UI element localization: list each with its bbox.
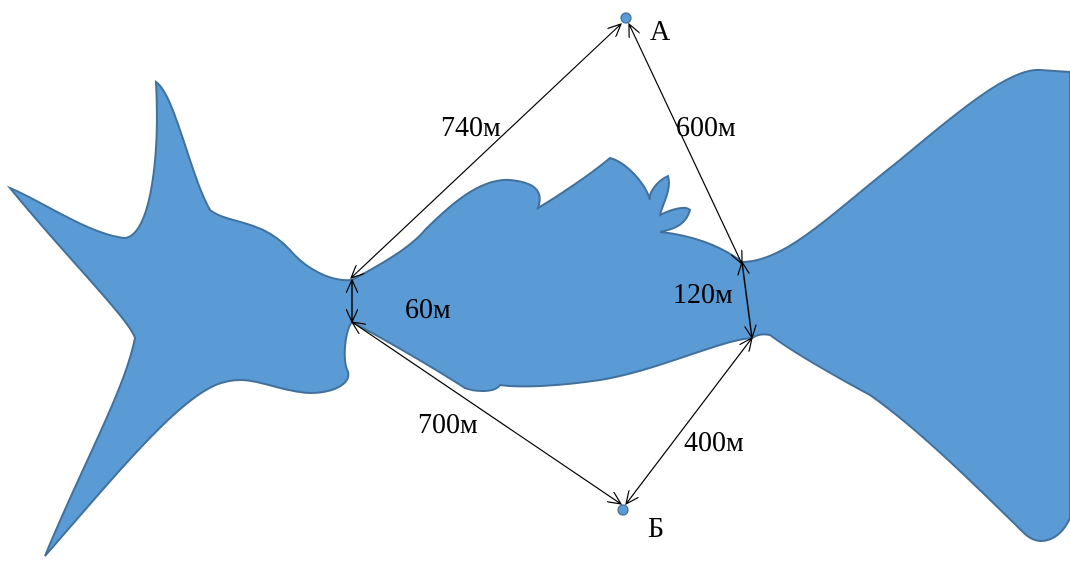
distance-label-left-width: 60м (405, 294, 451, 325)
arrow-left-to-a (351, 24, 621, 278)
arrow-a-to-right (629, 24, 742, 264)
arrow-right-width (742, 262, 752, 338)
distance-label-right-width: 120м (673, 279, 733, 310)
point-a-label: А (650, 16, 671, 47)
distance-label-left-to-b: 700м (418, 409, 478, 440)
right-lake-shape (740, 68, 1070, 542)
point-b-label: Б (648, 513, 664, 544)
arrow-b-to-right (626, 338, 752, 504)
point-a-marker (620, 12, 632, 24)
distance-label-left-to-a: 740м (441, 112, 501, 143)
central-lake-shape (351, 156, 754, 392)
left-lake-shape (6, 80, 353, 557)
distance-label-a-to-right: 600м (676, 112, 736, 143)
point-b-marker (617, 504, 629, 516)
arrow-left-to-b (352, 322, 621, 504)
distance-label-b-to-right: 400м (684, 427, 744, 458)
